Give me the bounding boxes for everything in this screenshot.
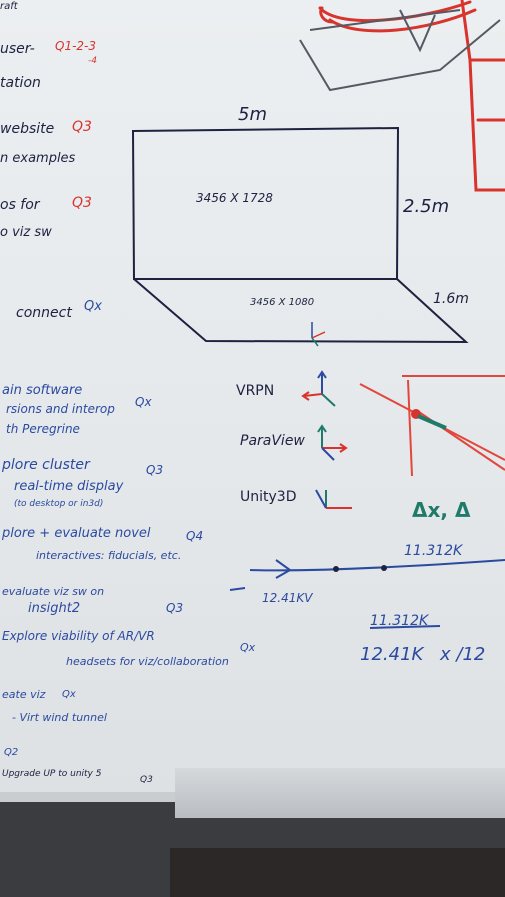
vrpn-label: VRPN: [236, 383, 275, 399]
list-line: tation: [0, 75, 41, 91]
list-line: ain software: [2, 383, 83, 398]
quarter-tag: Qx: [84, 299, 102, 314]
list-line: n examples: [0, 151, 76, 166]
floor-axes: [311, 322, 326, 347]
list-line: evaluate viz sw on: [2, 585, 105, 598]
list-line: website: [0, 121, 55, 137]
green-vector: [417, 414, 447, 430]
number-label: 11.312K: [370, 613, 429, 629]
paraview-label: ParaView: [240, 433, 305, 449]
tick-point: [333, 566, 339, 572]
marker-tray: [175, 768, 505, 818]
delta-label: Δx, Δ: [412, 498, 471, 522]
fraction-bar: [369, 625, 441, 629]
display-floor: [133, 278, 469, 344]
list-line: headsets for viz/collaboration: [66, 655, 229, 668]
list-line: Explore viability of AR/VR: [2, 629, 155, 643]
quarter-tag: Q3: [72, 119, 92, 135]
wall-resolution: 3456 X 1728: [196, 191, 273, 205]
quarter-tag: Q2: [4, 747, 19, 758]
number-line: [229, 559, 505, 591]
list-line: plore + evaluate novel: [2, 526, 151, 541]
quarter-tag: Qx: [240, 641, 256, 654]
wall-height-label: 2.5m: [403, 196, 450, 217]
vrpn-axes: [301, 370, 336, 407]
dark-object: [170, 848, 505, 897]
quarter-tag: Q3: [146, 463, 164, 477]
list-line: plore cluster: [2, 457, 90, 473]
list-line: rsions and interop: [6, 402, 115, 416]
red-sketch: [318, 0, 505, 192]
quarter-tag: Qx: [135, 395, 152, 409]
list-line: raft: [0, 1, 18, 12]
number-label: 11.312K: [404, 543, 463, 559]
number-label: 12.41K: [360, 644, 424, 665]
red-triangle: [359, 375, 505, 477]
list-line: insight2: [28, 601, 81, 616]
whiteboard-surface: [0, 0, 505, 797]
list-line: th Peregrine: [6, 422, 80, 436]
number-label: 12.41KV: [262, 591, 313, 605]
quarter-tag: Q3: [72, 195, 92, 211]
quarter-tag: Q4: [186, 529, 204, 543]
floor-depth-label: 1.6m: [433, 291, 469, 307]
unity-axes: [315, 489, 352, 509]
floor-resolution: 3456 X 1080: [250, 297, 315, 308]
gray-sketch: [299, 9, 501, 92]
list-line: o viz sw: [0, 225, 52, 240]
list-line: connect: [16, 305, 72, 321]
list-line: os for: [0, 197, 40, 213]
list-line: (to desktop or in3d): [14, 499, 104, 509]
list-line: interactives: fiducials, etc.: [36, 549, 182, 562]
list-line: real-time display: [14, 479, 124, 494]
wall-width-label: 5m: [238, 104, 267, 125]
list-line: user-: [0, 41, 35, 57]
list-line: Upgrade UP to unity 5: [2, 769, 102, 779]
quarter-tag: Q1-2-3: [55, 39, 97, 53]
unity-label: Unity3D: [240, 489, 297, 505]
list-line: - Virt wind tunnel: [12, 711, 107, 724]
paraview-axes: [317, 424, 348, 461]
quarter-tag: Q3: [166, 601, 184, 615]
number-label: x /12: [440, 644, 486, 665]
quarter-tag: Qx: [62, 689, 76, 700]
quarter-tag: -4: [88, 56, 97, 66]
list-line: eate viz: [2, 688, 46, 701]
quarter-tag: Q3: [140, 775, 153, 785]
tick-point: [381, 565, 387, 571]
